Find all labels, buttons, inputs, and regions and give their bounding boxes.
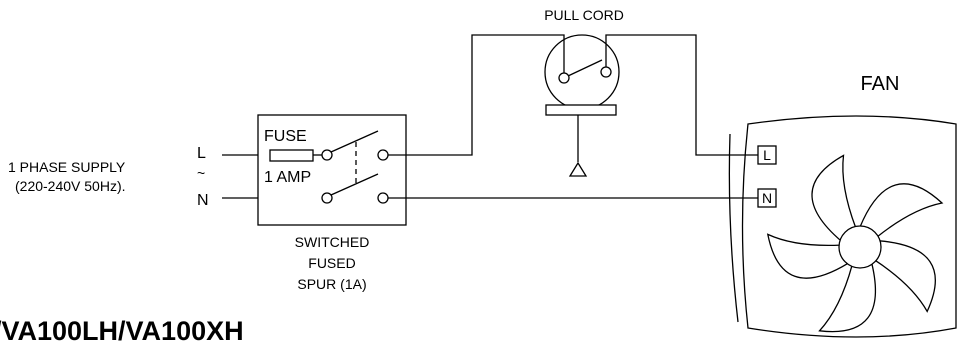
supply-label-line2: (220-240V 50Hz).: [15, 178, 126, 194]
amp-label: 1 AMP: [264, 169, 311, 186]
model-heading: /VA100LH/VA100XH: [0, 316, 244, 342]
spur-box: [257, 114, 407, 226]
supply-neutral-label: N: [197, 192, 209, 209]
fan-blades-icon: [766, 154, 944, 333]
pull-cord-label: PULL CORD: [544, 7, 624, 23]
spur-neutral-out-terminal: [377, 192, 389, 204]
fan-terminal-live: [757, 145, 777, 165]
spur-caption-line2: FUSED: [308, 255, 355, 271]
supply-live-label: L: [197, 145, 206, 162]
fan-housing: [741, 115, 957, 338]
spur-neutral-in-terminal: [321, 192, 333, 204]
live-wire-to-fan: [605, 34, 758, 156]
spur-live-switch-blade: [330, 130, 379, 153]
fuse-label: FUSE: [264, 128, 307, 145]
pull-cord-mount-plate: [545, 104, 617, 116]
fan-label: FAN: [861, 73, 900, 95]
spur-live-in-terminal: [321, 149, 333, 161]
supply-tilde-label: ~: [197, 165, 205, 181]
pull-cord-handle-icon: [568, 161, 588, 177]
fuse-element: [269, 149, 314, 162]
fan-terminal-live-label: L: [763, 147, 771, 163]
pull-cord-terminal-right: [600, 66, 612, 78]
live-wire-to-pull-cord: [388, 34, 565, 156]
fan-terminal-neutral-label: N: [762, 190, 772, 206]
supply-label-line1: 1 PHASE SUPPLY: [8, 159, 126, 175]
spur-caption-line3: SPUR (1A): [297, 276, 366, 292]
pull-cord-switch-blade: [567, 59, 603, 77]
fan-terminal-neutral: [757, 188, 777, 208]
fan-housing-edge: [728, 133, 739, 323]
pull-cord-terminal-left: [558, 72, 570, 84]
spur-live-out-terminal: [377, 149, 389, 161]
spur-caption-line1: SWITCHED: [295, 234, 370, 250]
spur-neutral-switch-blade: [330, 173, 379, 196]
